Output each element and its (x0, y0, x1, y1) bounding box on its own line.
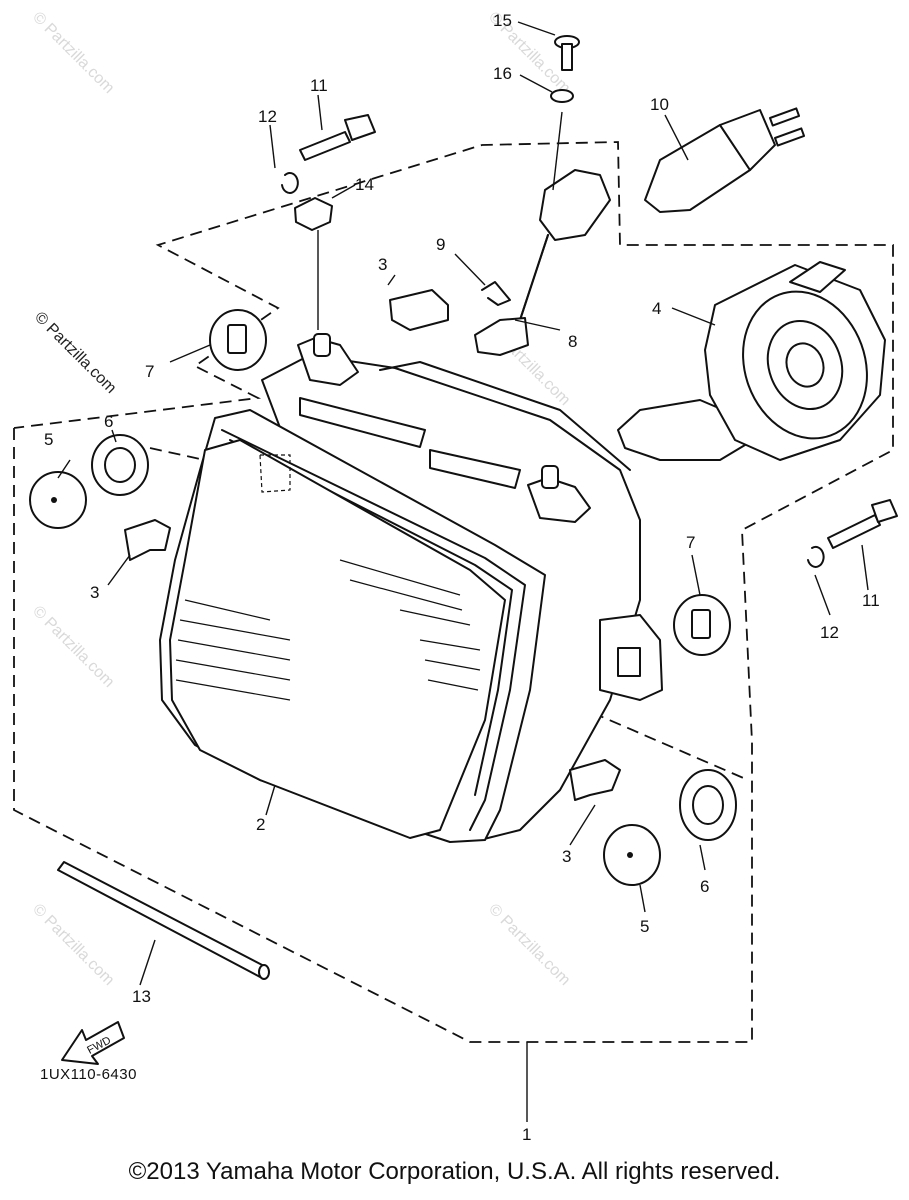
callout-16: 16 (493, 64, 512, 83)
callout-leaders (57, 21, 869, 986)
callout-5-left: 5 (44, 430, 53, 449)
callout-10: 10 (650, 95, 669, 114)
fwd-arrow: FWD (61, 1021, 125, 1065)
bolt-11-right (827, 499, 898, 549)
diagram-code: 1UX110-6430 (40, 1066, 137, 1083)
callout-12-top: 12 (258, 107, 277, 126)
watermark-1: © Partzilla.com (29, 9, 117, 97)
callout-1: 1 (522, 1125, 531, 1144)
clip-3-right (569, 759, 621, 801)
washer-16 (550, 89, 574, 103)
washer-12-right (807, 545, 825, 568)
strip-13 (57, 861, 270, 980)
grommet-7-right (673, 594, 731, 656)
headlight-unit (159, 333, 663, 843)
clip-3-top (389, 289, 449, 331)
callout-12-right: 12 (820, 623, 839, 642)
callout-3-left: 3 (90, 583, 99, 602)
callouts: 1 2 3 3 3 4 5 5 6 6 7 7 8 9 10 11 11 12 … (44, 11, 880, 1144)
pin-5-right (603, 824, 661, 886)
watermark-8: © Partzilla.com (31, 309, 119, 397)
bolt-11-top (299, 114, 376, 161)
pin-5-left (29, 471, 87, 529)
washer-12-top (281, 172, 299, 194)
screw-15 (554, 35, 580, 71)
screw-leader (552, 111, 563, 191)
copyright-notice: ©2013 Yamaha Motor Corporation, U.S.A. A… (128, 1158, 781, 1185)
nut-14 (294, 197, 333, 231)
callout-6-right: 6 (700, 877, 709, 896)
callout-3-right: 3 (562, 847, 571, 866)
grommet-7-left (209, 309, 267, 371)
spring-clip-9 (481, 281, 511, 306)
watermark-3: © Partzilla.com (29, 603, 117, 691)
callout-2: 2 (256, 815, 265, 834)
damper-6-left (91, 434, 149, 496)
damper-6-right (679, 769, 737, 841)
callout-11-top: 11 (310, 76, 328, 95)
callout-11-right: 11 (862, 591, 880, 610)
clip-3-left (124, 519, 171, 561)
watermark-5: © Partzilla.com (29, 901, 117, 989)
callout-3-top: 3 (378, 255, 387, 274)
callout-14: 14 (355, 175, 374, 194)
socket-harness (474, 169, 611, 356)
bulb (644, 107, 806, 213)
callout-8: 8 (568, 332, 577, 351)
callout-13: 13 (132, 987, 151, 1006)
callout-5-right: 5 (640, 917, 649, 936)
watermark-6: © Partzilla.com (485, 901, 573, 989)
callout-6-left: 6 (104, 412, 113, 431)
callout-4: 4 (652, 299, 661, 318)
socket-cover (617, 261, 886, 461)
callout-15: 15 (493, 11, 512, 30)
callout-7-left: 7 (145, 362, 154, 381)
callout-7-right: 7 (686, 533, 695, 552)
callout-9: 9 (436, 235, 445, 254)
